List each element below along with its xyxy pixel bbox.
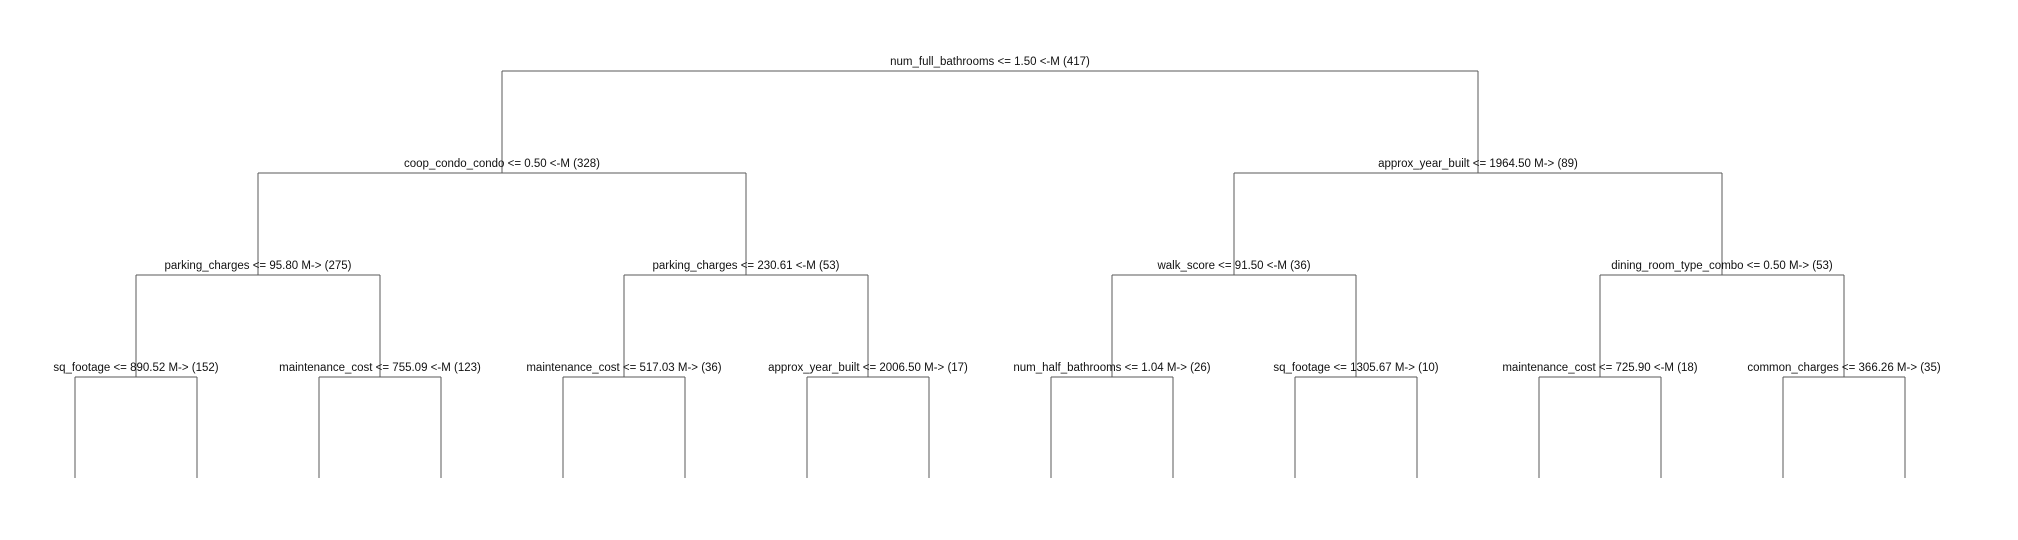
tree-edges (74, 70, 1906, 478)
node-label-root-l-r-l: maintenance_cost <= 517.03 M-> (36) (526, 362, 721, 374)
node-label-root-l-l: parking_charges <= 95.80 M-> (275) (165, 260, 352, 272)
node-label-root-l: coop_condo_condo <= 0.50 <-M (328) (404, 158, 600, 170)
node-label-root: num_full_bathrooms <= 1.50 <-M (417) (890, 56, 1090, 68)
node-label-root-r-r: dining_room_type_combo <= 0.50 M-> (53) (1611, 260, 1833, 272)
node-label-root-l-r-r: approx_year_built <= 2006.50 M-> (17) (768, 362, 968, 374)
node-label-root-r-l: walk_score <= 91.50 <-M (36) (1156, 260, 1310, 272)
node-label-root-r: approx_year_built <= 1964.50 M-> (89) (1378, 158, 1578, 170)
node-label-root-r-l-r: sq_footage <= 1305.67 M-> (10) (1273, 362, 1438, 374)
node-label-root-r-l-l: num_half_bathrooms <= 1.04 M-> (26) (1013, 362, 1210, 374)
node-label-root-r-r-r: common_charges <= 366.26 M-> (35) (1747, 362, 1941, 374)
node-label-root-l-l-r: maintenance_cost <= 755.09 <-M (123) (279, 362, 481, 374)
tree-node-labels: num_full_bathrooms <= 1.50 <-M (417) coop… (53, 56, 1940, 374)
node-label-root-l-r: parking_charges <= 230.61 <-M (53) (653, 260, 840, 272)
node-label-root-l-l-l: sq_footage <= 890.52 M-> (152) (53, 362, 218, 374)
node-label-root-r-r-l: maintenance_cost <= 725.90 <-M (18) (1502, 362, 1697, 374)
